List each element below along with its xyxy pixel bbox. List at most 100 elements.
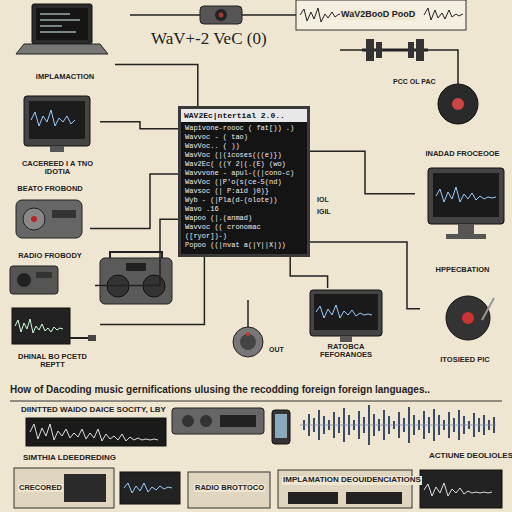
boombox-display — [126, 263, 146, 271]
device-label: CACEREED I A TNO IDOTIA — [15, 160, 100, 177]
mixer-display — [220, 415, 256, 427]
beat-device: BEATO FROBOND — [10, 185, 90, 247]
radio-device-lens — [17, 273, 31, 287]
monitor-stand — [340, 336, 352, 342]
camera-lens — [215, 9, 227, 21]
knob-cap — [240, 334, 256, 350]
knob-cable — [247, 300, 249, 327]
port-label: IOL — [316, 196, 330, 204]
vinyl-center — [452, 98, 464, 110]
monitor-wave — [31, 110, 75, 126]
panel-label: CRECORED — [18, 484, 63, 492]
monitor-wave — [436, 187, 496, 202]
device-label: HPPECBATION — [433, 266, 491, 275]
device-label: ITOSIEED PIC — [438, 356, 491, 365]
waveform-box — [296, 0, 466, 30]
beat-device-body — [16, 200, 82, 238]
device-label: RADIO FROBODY — [16, 252, 84, 261]
dumbbell-plate — [366, 39, 374, 61]
code-line: Wapivone-roooc ( fat[)) .) — [181, 124, 307, 133]
beat-device-panel — [52, 210, 76, 218]
cable — [340, 49, 362, 51]
wire-connector — [115, 64, 198, 106]
camera-body — [200, 6, 242, 24]
turntable-device: ITOSIEED PIC — [420, 290, 510, 365]
code-screen: WAV2Ec|ntertial 2.0.. Wapivone-roooc ( fa… — [178, 106, 310, 257]
monitor-device: CACEREED I A TNO IDOTIA — [15, 92, 100, 177]
laptop-base — [16, 44, 108, 54]
panel-screen — [288, 492, 338, 504]
small-monitor — [120, 472, 180, 504]
code-line: Wavsoc (| P:aid )0)} — [181, 187, 307, 196]
monitor-display — [314, 294, 378, 330]
mixer-knob — [200, 415, 212, 427]
monitor-device: RATOBCA FEFORANOES — [300, 288, 392, 360]
device-label: RATOBCA FEFORANOES — [300, 343, 392, 360]
radio-device-panel — [36, 272, 52, 278]
knob — [233, 327, 263, 357]
radio-device-body — [10, 266, 58, 294]
laptop-display — [36, 8, 88, 40]
mixer-knob — [182, 415, 194, 427]
monitor-frame — [310, 290, 382, 336]
code-line: Wav2Ec( ((Y 2|(.(E) (wo) — [181, 160, 307, 169]
panel-screen — [346, 492, 402, 504]
device-label: SIMTHIA LDEEDREDING — [22, 454, 117, 463]
wire-connector — [290, 257, 327, 288]
panel-label: IMPLAMATION DEOUIDENCIATIONS — [282, 476, 422, 485]
device-label: ACTIUNE DEOLIOLES — [428, 452, 512, 461]
screen-title: WAV2Ec|ntertial 2.0.. — [181, 109, 307, 122]
boombox-body — [100, 258, 172, 304]
panel-box — [188, 472, 270, 508]
wire-connector — [310, 242, 420, 309]
laptop-device: IMPLAMACTION — [15, 2, 115, 82]
display-frame — [12, 308, 70, 344]
panel-screen — [64, 474, 106, 502]
monitor-display — [433, 173, 499, 217]
knob-marker — [246, 332, 250, 336]
panel-screen — [420, 470, 502, 508]
monitor-base — [446, 234, 486, 239]
wire-connector — [100, 257, 204, 325]
beat-device-speaker — [23, 208, 45, 230]
device-label: PCC OL PAC — [392, 78, 437, 86]
beat-device-light — [31, 216, 37, 222]
radio-device: RADIO FROBODY — [5, 252, 95, 300]
monitor-wave — [316, 305, 372, 318]
wire-connector — [100, 122, 178, 129]
code-line: Wyb - (|Pla(d-(olote)) — [181, 196, 307, 205]
panel-wave — [424, 483, 492, 496]
monitor-display — [29, 101, 85, 139]
monitor-stand — [458, 224, 474, 234]
audio-wave — [30, 424, 158, 441]
section-rule — [10, 401, 502, 402]
small-monitor-wave — [124, 483, 172, 493]
monitor-device: INADAD FROCEOOE HPPECBATION — [415, 150, 510, 275]
plug-cable — [70, 337, 88, 339]
display-wave — [15, 319, 63, 333]
code-line: WavVoc (|(icoses(((e)}) — [181, 151, 307, 160]
plug — [88, 335, 96, 341]
monitor-frame — [428, 168, 504, 224]
wire-connector — [90, 174, 178, 229]
display-device: DHINAL BO PCETD REPTT — [5, 305, 100, 370]
code-line: WavVoc (|P'o(s(ce-5(nd) — [181, 178, 307, 187]
dumbbell-plate — [408, 42, 414, 58]
dumbbell-plate — [416, 39, 424, 61]
device-label: WaV2BooD PooD — [340, 10, 416, 20]
laptop-code — [40, 14, 80, 32]
code-line: Wapoo (|.(anmad) — [181, 214, 307, 223]
waveform-line — [300, 8, 463, 22]
vinyl-disc — [438, 84, 478, 124]
panel-label: RADIO BROTTOCO — [194, 484, 265, 492]
boombox-handle — [110, 252, 162, 258]
top-cable — [130, 14, 296, 16]
spectrum-axis — [300, 425, 496, 426]
code-line: WavVoc.. ( )) — [181, 142, 307, 151]
phone — [272, 410, 290, 444]
audio-bar — [26, 418, 166, 446]
wire-connector — [310, 151, 415, 194]
laptop-screen — [32, 4, 92, 44]
port-label: OUT — [268, 346, 285, 354]
device-label: INADAD FROCEOOE — [423, 150, 501, 159]
